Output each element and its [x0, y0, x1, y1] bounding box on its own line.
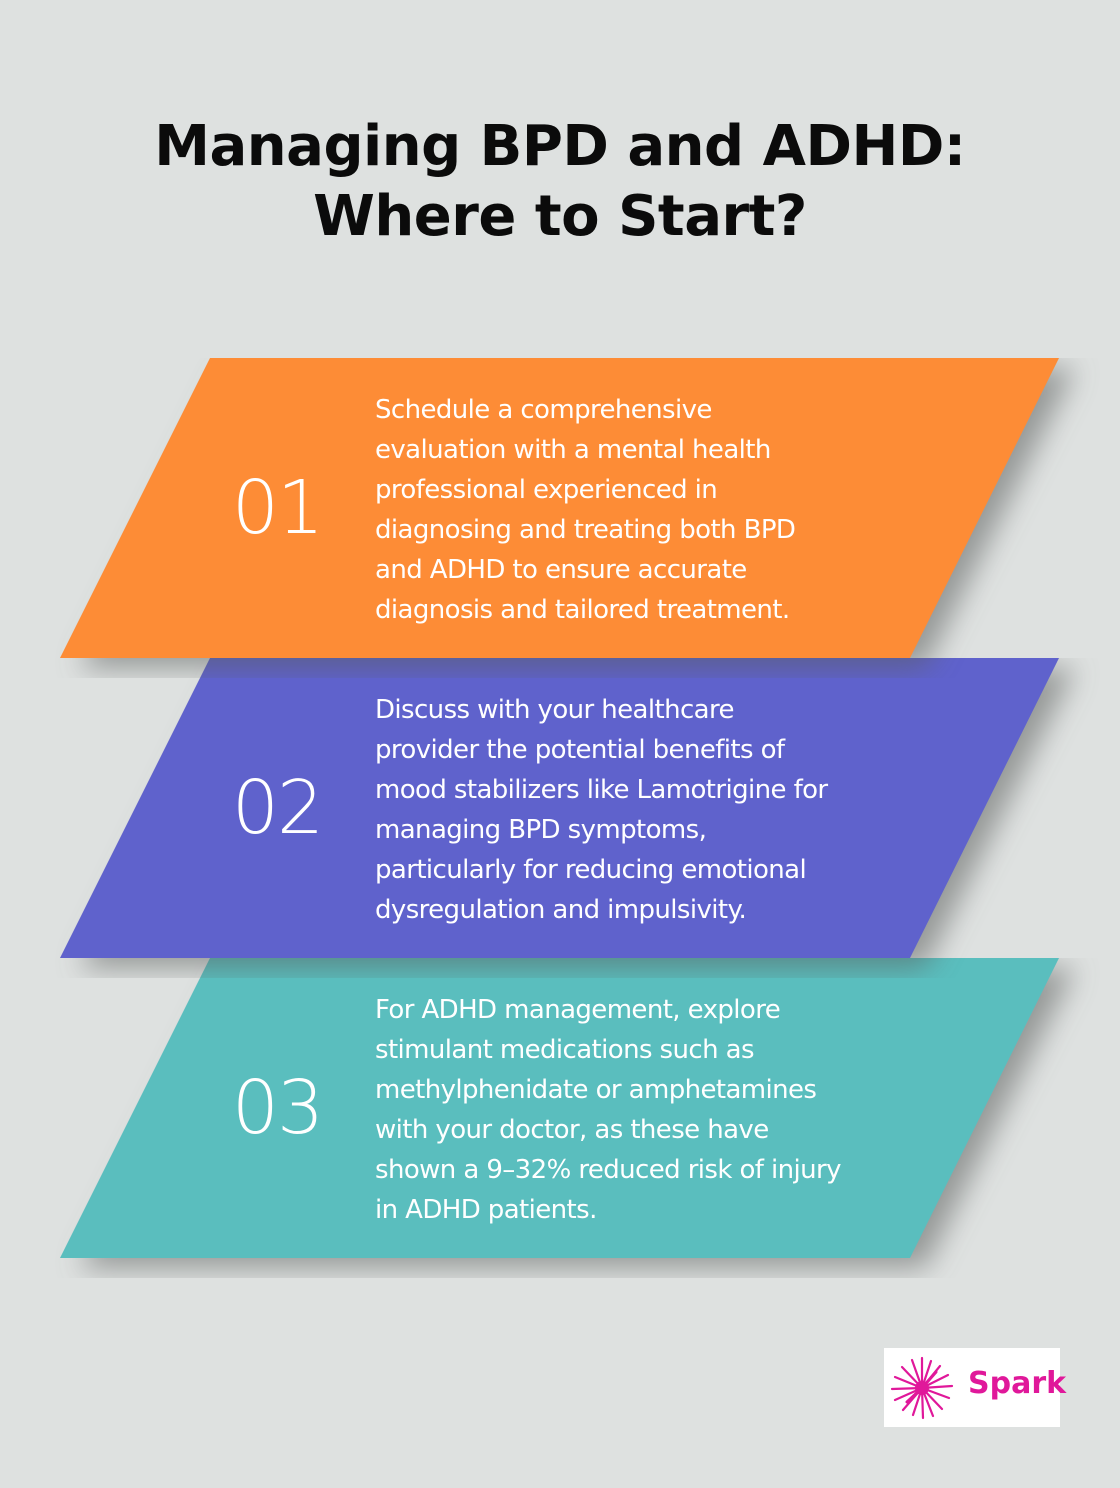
step-2-parallelogram [60, 658, 1059, 958]
step-1-parallelogram [60, 358, 1059, 658]
starburst-icon [890, 1356, 954, 1420]
title-line-1: Managing BPD and ADHD: [154, 114, 966, 179]
title-line-2: Where to Start? [313, 184, 807, 249]
page-title: Managing BPD and ADHD: Where to Start? [0, 112, 1120, 252]
step-1-card: 01 Schedule a comprehensive evaluation w… [0, 358, 1120, 668]
step-3-text: For ADHD management, explore stimulant m… [375, 995, 841, 1225]
spark-logo: Spark [884, 1348, 1066, 1427]
step-3-card: 03 For ADHD management, explore stimulan… [0, 958, 1120, 1268]
step-1-number: 01 [231, 465, 324, 551]
step-2-card: 02 Discuss with your healthcare provider… [0, 658, 1120, 968]
logo-text: Spark [968, 1366, 1067, 1401]
step-2-number: 02 [231, 765, 324, 851]
step-3-number: 03 [231, 1065, 324, 1151]
step-1-text: Schedule a comprehensive evaluation with… [375, 395, 796, 625]
step-2-text: Discuss with your healthcare provider th… [375, 695, 828, 925]
step-3-parallelogram [60, 958, 1059, 1258]
